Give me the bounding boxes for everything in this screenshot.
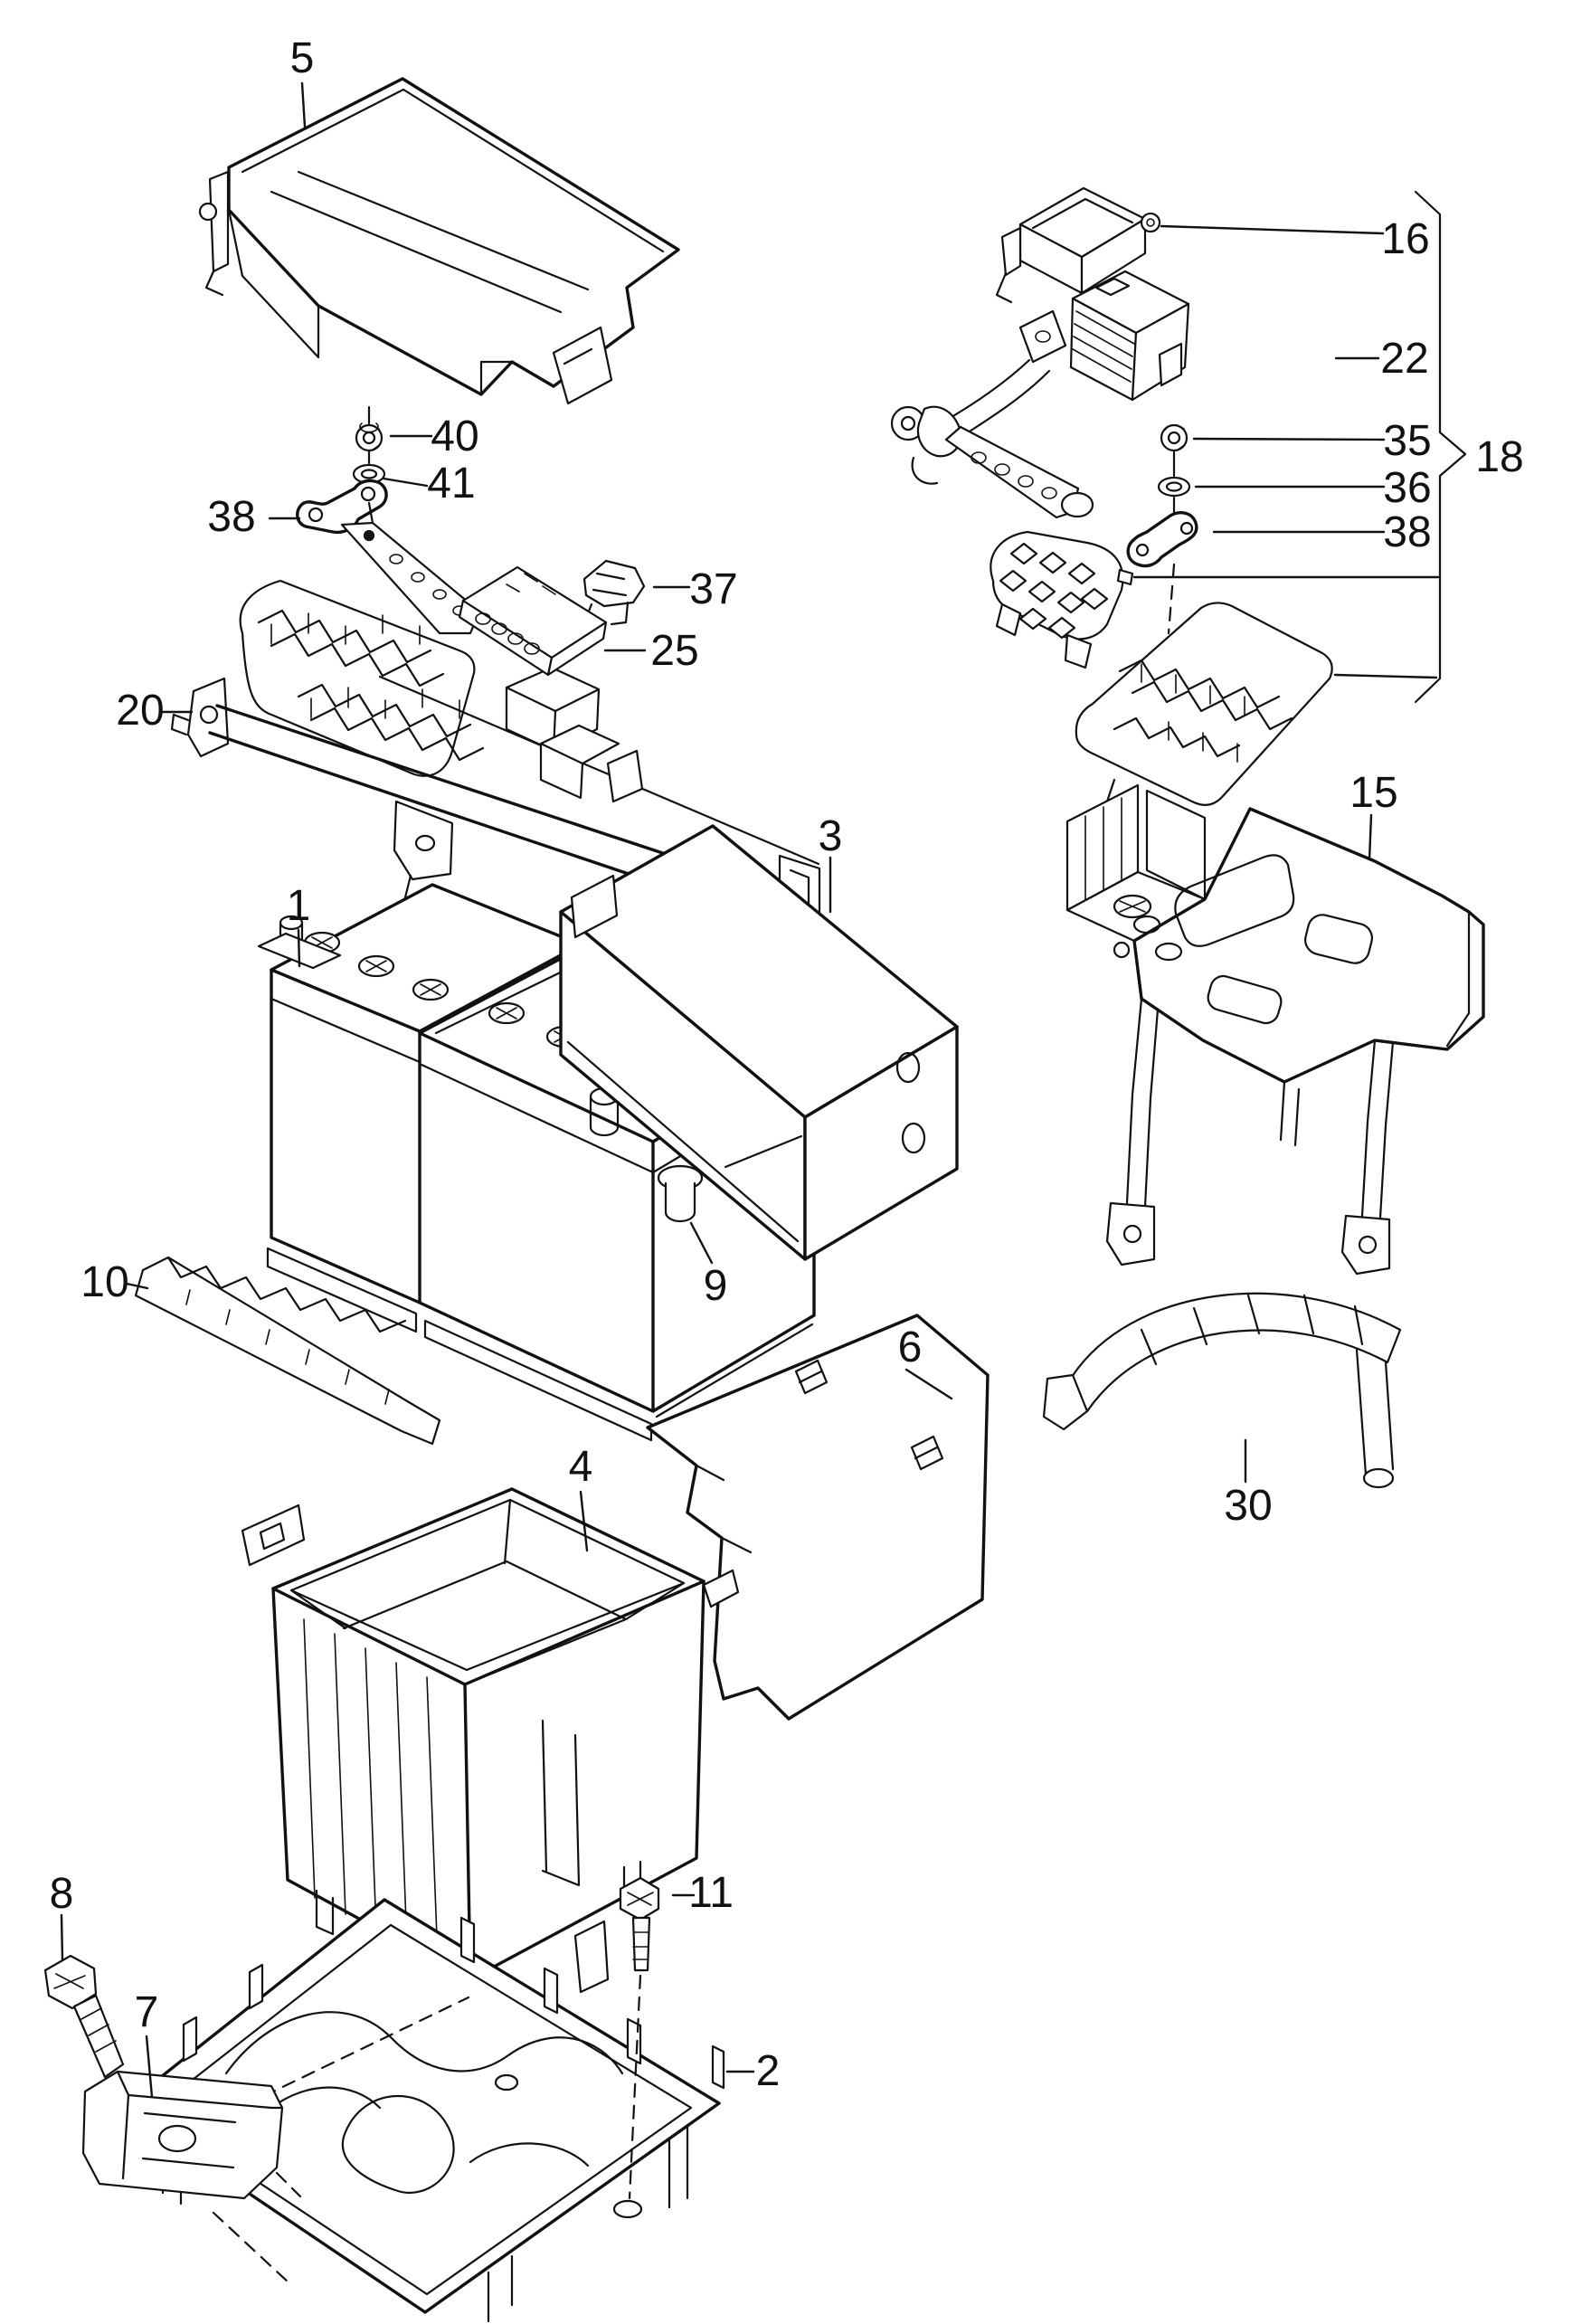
part-label-41: 41 xyxy=(427,460,475,507)
part-label-11: 11 xyxy=(688,1869,734,1917)
part-label-35: 35 xyxy=(1383,417,1431,465)
part-4-box-drawing xyxy=(241,1487,740,1994)
part-label-4: 4 xyxy=(569,1443,593,1491)
leader-1 xyxy=(297,928,301,968)
part-25-connector-strip-drawing xyxy=(458,565,608,677)
part-label-1: 1 xyxy=(287,882,311,930)
part-7-wedge-drawing xyxy=(81,2070,302,2285)
part-label-37: 37 xyxy=(689,565,737,613)
part-16-relay-holder-drawing xyxy=(995,186,1161,304)
part-label-3: 3 xyxy=(819,812,843,860)
fuse-carrier-right-drawing xyxy=(1075,602,1333,834)
leader-fuse-carrier xyxy=(1333,673,1438,679)
part-label-7: 7 xyxy=(135,1988,159,2036)
leader-6 xyxy=(904,1368,953,1400)
part-label-38-right: 38 xyxy=(1383,508,1431,556)
part-label-5: 5 xyxy=(290,34,315,82)
part-6-plate-drawing xyxy=(646,1314,990,1721)
part-label-10: 10 xyxy=(80,1258,128,1306)
part-37-clip-drawing xyxy=(582,559,646,628)
leader-9 xyxy=(689,1221,714,1265)
part-label-9: 9 xyxy=(704,1262,728,1310)
part-15-bracket-drawing xyxy=(1065,783,1485,1276)
leader-7 xyxy=(145,2035,154,2099)
fixing-35-36-38-drawing xyxy=(1126,423,1198,635)
part-label-2: 2 xyxy=(756,2047,781,2095)
part-10-strip-drawing xyxy=(134,1256,441,1446)
part-3-cover-box-drawing xyxy=(559,824,959,1261)
cable-and-strap-drawing xyxy=(890,309,1094,519)
part-label-25: 25 xyxy=(650,627,698,675)
part-label-20: 20 xyxy=(116,687,164,735)
part-label-36: 36 xyxy=(1383,464,1431,512)
part-label-22: 22 xyxy=(1380,335,1428,383)
part-9-plug-drawing xyxy=(657,1134,803,1223)
part-5-cover-drawing xyxy=(198,77,680,405)
leader-41 xyxy=(382,477,429,488)
group-18-brace xyxy=(1414,190,1467,704)
part-30-support-drawing xyxy=(1042,1292,1402,1489)
part-11-bolt-drawing xyxy=(619,1876,660,2200)
connector-block-drawing xyxy=(990,530,1134,669)
part-label-38-left: 38 xyxy=(207,493,255,541)
part-label-6: 6 xyxy=(898,1323,923,1371)
part-22-connector-housing-drawing xyxy=(1069,270,1190,402)
part-label-40: 40 xyxy=(431,413,478,460)
part-label-30: 30 xyxy=(1224,1482,1272,1530)
leader-10 xyxy=(125,1282,149,1290)
part-label-18: 18 xyxy=(1475,433,1523,481)
leader-lines xyxy=(60,81,1440,2099)
part-labels: 5 40 41 38 37 25 20 16 22 35 36 38 18 15… xyxy=(50,34,1524,2095)
leader-5 xyxy=(300,81,307,128)
part-label-16: 16 xyxy=(1381,215,1429,263)
part-label-15: 15 xyxy=(1350,769,1397,817)
leader-16 xyxy=(1160,224,1385,235)
leader-15 xyxy=(1368,813,1373,861)
leader-35 xyxy=(1192,437,1386,441)
leader-4 xyxy=(579,1490,589,1552)
part-label-8: 8 xyxy=(50,1870,74,1918)
